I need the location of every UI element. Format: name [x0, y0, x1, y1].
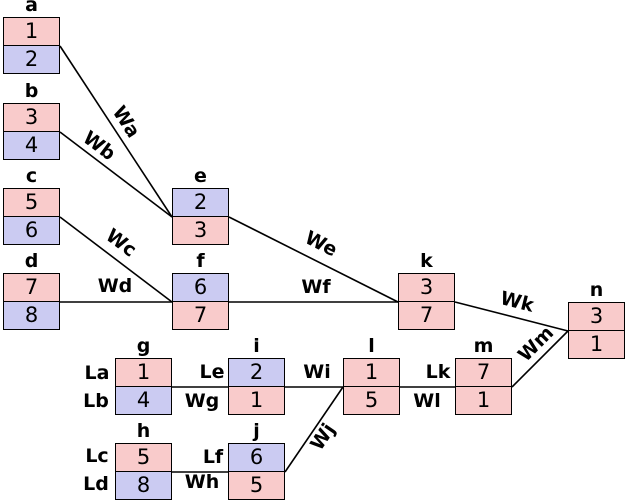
node-h-cell-bottom: 8	[115, 471, 172, 500]
node-e-cell-top: 2	[172, 188, 229, 217]
node-k-cell-bottom: 7	[398, 301, 455, 330]
node-g: g 1 4	[115, 335, 172, 415]
node-l-cell-top: 1	[343, 358, 400, 387]
port-label-la: La	[84, 362, 110, 384]
node-j: j 6 5	[228, 420, 285, 500]
node-b-cell-top: 3	[3, 103, 60, 132]
node-e: e 2 3	[172, 165, 229, 245]
node-n-label: n	[589, 279, 604, 301]
edge-wb-line	[59, 131, 173, 218]
node-l-cell-bottom: 5	[343, 386, 400, 415]
node-b: b 3 4	[3, 80, 60, 160]
node-m-label: m	[473, 335, 494, 357]
edge-wc-line	[59, 216, 173, 303]
node-i-cell-top: 2	[228, 358, 285, 387]
port-label-lc: Lc	[85, 445, 109, 467]
node-g-label: g	[136, 335, 151, 357]
node-a-cell-top: 1	[3, 17, 60, 46]
edge-label-wh: Wh	[184, 471, 220, 493]
node-m-cell-bottom: 1	[455, 386, 512, 415]
edge-wj-line	[284, 386, 344, 473]
node-d-cell-bottom: 8	[3, 301, 60, 330]
node-f-label: f	[196, 250, 205, 272]
node-j-cell-top: 6	[228, 443, 285, 472]
node-m: m 7 1	[455, 335, 512, 415]
node-j-label: j	[253, 420, 260, 442]
node-i-label: i	[253, 335, 260, 357]
node-b-label: b	[24, 80, 39, 102]
edge-label-wl: Wl	[413, 390, 441, 412]
port-label-ld: Ld	[83, 473, 109, 495]
node-a-cell-bottom: 2	[3, 45, 60, 74]
node-c-cell-top: 5	[3, 188, 60, 217]
node-n-cell-bottom: 1	[568, 330, 625, 359]
node-k-label: k	[420, 250, 433, 272]
node-n-cell-top: 3	[568, 302, 625, 331]
port-label-le: Le	[199, 361, 225, 383]
node-k-cell-top: 3	[398, 273, 455, 302]
node-h: h 5 8	[115, 420, 172, 500]
edge-wk-line	[454, 301, 569, 332]
node-c: c 5 6	[3, 165, 60, 245]
edge-label-wi: Wi	[303, 361, 331, 383]
node-d-cell-top: 7	[3, 273, 60, 302]
node-b-cell-bottom: 4	[3, 131, 60, 160]
node-h-label: h	[136, 420, 151, 442]
node-h-cell-top: 5	[115, 443, 172, 472]
edge-label-wg: Wg	[184, 390, 220, 412]
node-k: k 3 7	[398, 250, 455, 330]
node-f-cell-bottom: 7	[172, 301, 229, 330]
node-e-cell-bottom: 3	[172, 216, 229, 245]
node-d: d 7 8	[3, 250, 60, 330]
port-label-lb: Lb	[83, 390, 109, 412]
edge-wa-line	[59, 45, 173, 218]
node-a-label: a	[25, 0, 38, 16]
port-label-lk: Lk	[425, 361, 451, 383]
edge-we-line	[228, 216, 399, 303]
node-j-cell-bottom: 5	[228, 471, 285, 500]
node-c-label: c	[25, 165, 38, 187]
node-c-cell-bottom: 6	[3, 216, 60, 245]
node-l-label: l	[368, 335, 375, 357]
node-l: l 1 5	[343, 335, 400, 415]
node-i-cell-bottom: 1	[228, 386, 285, 415]
node-f: f 6 7	[172, 250, 229, 330]
node-f-cell-top: 6	[172, 273, 229, 302]
port-label-lf: Lf	[202, 446, 224, 468]
node-g-cell-top: 1	[115, 358, 172, 387]
edge-label-wd: Wd	[97, 275, 133, 297]
node-a: a 1 2	[3, 0, 60, 74]
node-d-label: d	[24, 250, 39, 272]
edge-wm-line	[511, 330, 569, 388]
node-e-label: e	[194, 165, 207, 187]
node-m-cell-top: 7	[455, 358, 512, 387]
node-g-cell-bottom: 4	[115, 386, 172, 415]
node-n: n 3 1	[568, 279, 625, 359]
edge-label-wf: Wf	[301, 276, 331, 298]
node-i: i 2 1	[228, 335, 285, 415]
